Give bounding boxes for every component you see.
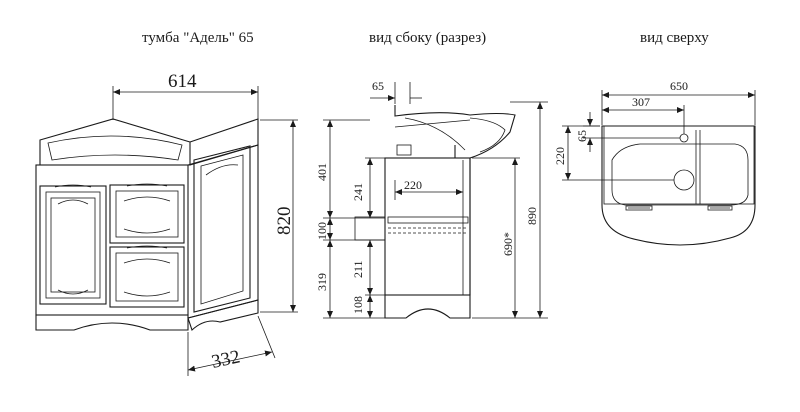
side-seg-220-label: 220 bbox=[404, 178, 422, 192]
top-depth-220-label: 220 bbox=[553, 147, 567, 165]
side-view bbox=[323, 82, 548, 319]
top-view bbox=[562, 90, 756, 246]
side-seg-108-label: 108 bbox=[351, 296, 365, 314]
side-total-890-label: 890 bbox=[525, 207, 539, 225]
front-height-label: 820 bbox=[274, 207, 295, 236]
side-seg-690-label: 690* bbox=[501, 232, 515, 256]
top-width-650-label: 650 bbox=[670, 79, 688, 93]
front-depth-label: 332 bbox=[210, 346, 242, 372]
side-seg-319-label: 319 bbox=[315, 273, 329, 291]
top-offset-307-label: 307 bbox=[632, 95, 650, 109]
front-view-title: тумба "Адель" 65 bbox=[142, 30, 254, 46]
side-view-title: вид сбоку (разрез) bbox=[369, 30, 487, 46]
side-seg-241-label: 241 bbox=[351, 183, 365, 201]
side-seg-100-label: 100 bbox=[315, 222, 329, 240]
side-seg-211-label: 211 bbox=[351, 260, 365, 278]
side-seg-401-label: 401 bbox=[315, 163, 329, 181]
front-view bbox=[35, 86, 298, 376]
side-top-offset-label: 65 bbox=[372, 79, 384, 93]
top-view-title: вид сверху bbox=[640, 30, 709, 46]
top-offset-65-label: 65 bbox=[575, 130, 589, 142]
front-width-label: 614 bbox=[168, 71, 197, 92]
